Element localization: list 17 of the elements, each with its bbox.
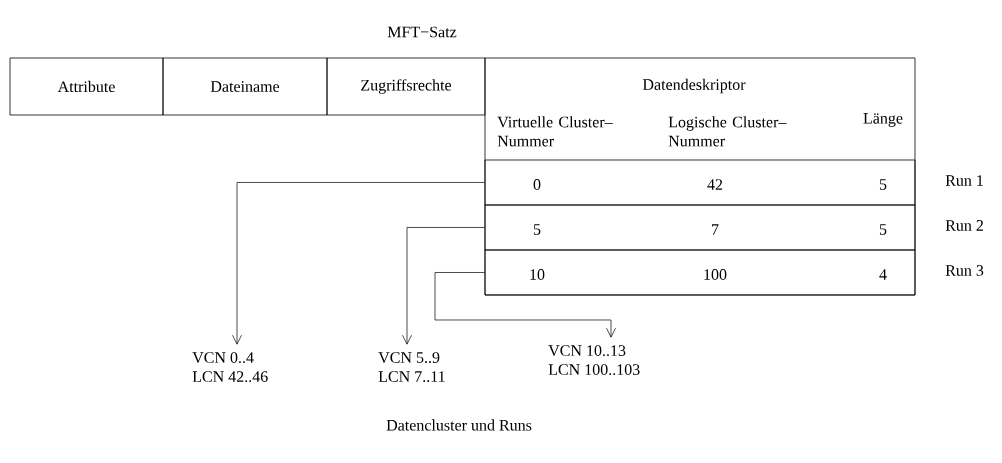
run-label: Run 3: [945, 265, 984, 276]
table-cell: Attribute: [9, 57, 164, 116]
run-label: Run 2: [945, 220, 983, 231]
caption: Datencluster und Runs: [386, 419, 532, 431]
run-row: 0 42 5: [484, 159, 916, 206]
arrow: [402, 227, 485, 345]
table-cell: Zugriffsrechte: [326, 57, 486, 116]
arrow: [434, 272, 616, 338]
cluster-label: VCN 0..4 LCN 42..46: [192, 352, 268, 383]
run-label: Run 1: [945, 175, 983, 186]
cluster-label: VCN 5..9 LCN 7..11: [378, 352, 445, 382]
table-cell: Dateiname: [162, 57, 328, 116]
title: MFT−Satz: [387, 26, 457, 38]
arrow: [232, 182, 485, 345]
run-row: 10 100 4: [484, 249, 916, 296]
run-row: 5 7 5: [484, 204, 916, 251]
cluster-label: VCN 10..13 LCN 100..103: [548, 345, 640, 376]
